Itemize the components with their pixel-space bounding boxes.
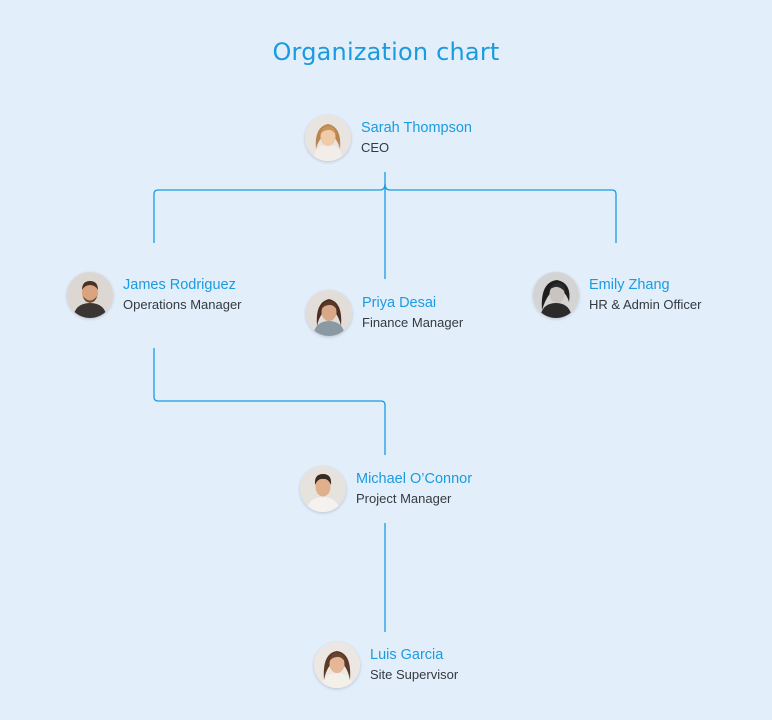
woman-avatar-icon xyxy=(533,272,579,318)
connector-james-to-michael xyxy=(153,348,386,455)
person-role: HR & Admin Officer xyxy=(589,297,702,312)
person-name: Priya Desai xyxy=(362,295,437,311)
person-card-emily[interactable]: Emily Zhang HR & Admin Officer xyxy=(533,272,701,318)
person-role: Project Manager xyxy=(356,491,452,506)
man-avatar-icon xyxy=(300,466,346,512)
person-name: Sarah Thompson xyxy=(361,120,472,136)
woman-avatar-icon xyxy=(305,115,351,161)
person-role: Finance Manager xyxy=(362,315,464,330)
person-role: Site Supervisor xyxy=(370,667,459,682)
person-name: Emily Zhang xyxy=(589,277,670,293)
person-card-james[interactable]: James Rodriguez Operations Manager xyxy=(67,272,242,318)
person-role: Operations Manager xyxy=(123,297,242,312)
person-card-sarah[interactable]: Sarah Thompson CEO xyxy=(305,115,472,161)
person-card-priya[interactable]: Priya Desai Finance Manager xyxy=(306,290,463,336)
person-name: Luis Garcia xyxy=(370,647,444,663)
woman-avatar-icon xyxy=(314,642,360,688)
woman-avatar-icon xyxy=(306,290,352,336)
person-card-luis[interactable]: Luis Garcia Site Supervisor xyxy=(314,642,458,688)
chart-title: Organization chart xyxy=(272,38,500,66)
person-card-michael[interactable]: Michael O’Connor Project Manager xyxy=(300,466,472,512)
man-avatar-icon xyxy=(67,272,113,318)
person-name: Michael O’Connor xyxy=(356,471,473,487)
person-name: James Rodriguez xyxy=(123,277,236,293)
person-role: CEO xyxy=(361,140,390,155)
